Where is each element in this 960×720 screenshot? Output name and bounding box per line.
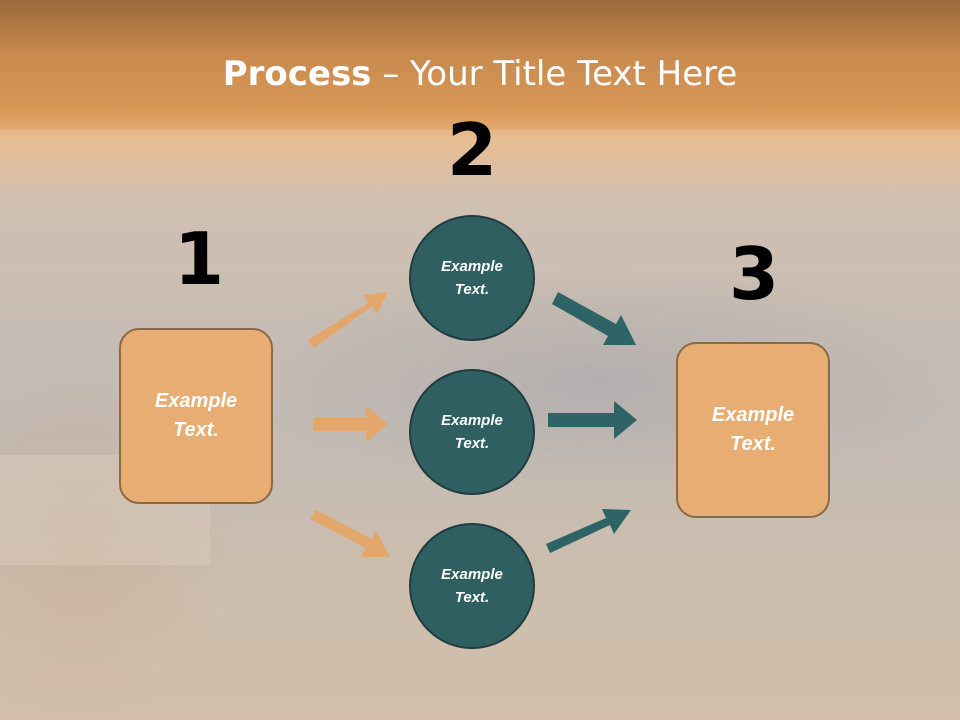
teal-arrow-up — [546, 509, 631, 553]
step-3-text-line2: Text. — [730, 433, 776, 455]
title-bold-part: Process — [222, 54, 372, 94]
circle-bottom-text-line1: Example — [441, 566, 503, 583]
teal-arrows — [546, 292, 637, 553]
circle-middle-text-line1: Example — [441, 412, 503, 429]
step-2-circle-bottom: Example Text. — [409, 523, 535, 649]
step-1-text-line2: Text. — [173, 419, 219, 441]
step-1-text-line1: Example — [154, 390, 238, 412]
circle-bottom-text-line2: Text. — [454, 589, 490, 606]
circle-middle-text-line2: Text. — [454, 435, 490, 452]
step-number-1: 1 — [173, 217, 225, 301]
step-3-text-line1: Example — [711, 404, 795, 426]
step-number-2: 2 — [446, 108, 498, 192]
step-2-circle-middle: Example Text. — [409, 369, 535, 495]
title-rest-part: – Your Title Text Here — [371, 54, 738, 94]
step-1-box: Example Text. — [119, 328, 273, 504]
teal-arrow-middle — [548, 401, 637, 439]
circle-top-text-line2: Text. — [454, 281, 490, 298]
circle-top-text-line1: Example — [441, 258, 503, 275]
orange-arrows — [308, 292, 390, 557]
orange-arrow-middle — [314, 406, 388, 442]
step-2-circle-top: Example Text. — [409, 215, 535, 341]
step-3-box: Example Text. — [676, 342, 830, 518]
teal-arrow-down — [552, 292, 636, 345]
slide-title: Process – Your Title Text Here — [0, 52, 960, 96]
orange-arrow-up — [308, 292, 388, 348]
step-number-3: 3 — [728, 232, 780, 316]
orange-arrow-down — [310, 510, 390, 557]
